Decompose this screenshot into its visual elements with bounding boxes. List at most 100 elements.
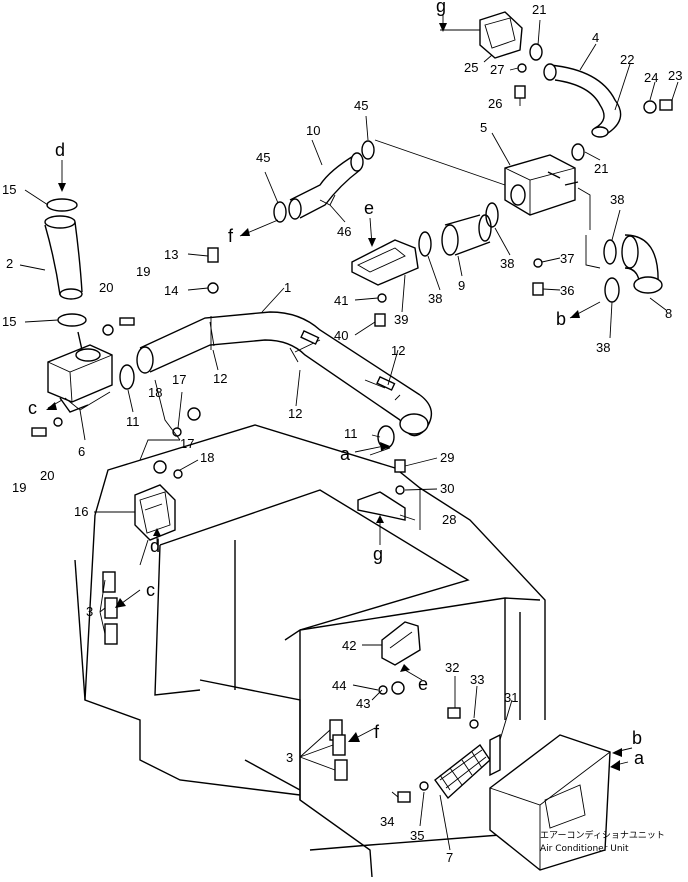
callout-18-a: 18 bbox=[148, 385, 162, 400]
connector-f-top: f bbox=[228, 226, 234, 246]
adapter-42 bbox=[381, 621, 421, 666]
relays-lower bbox=[329, 719, 348, 781]
callout-3-upper: 3 bbox=[86, 604, 93, 619]
callout-20-top: 20 bbox=[99, 280, 113, 295]
vent-housing bbox=[47, 331, 113, 413]
connector-c-bottom: c bbox=[146, 580, 155, 600]
callout-38-middle: 38 bbox=[500, 256, 514, 271]
bracket-31 bbox=[489, 733, 501, 777]
callout-14: 14 bbox=[164, 283, 178, 298]
connector-d-bottom: d bbox=[150, 536, 160, 556]
callout-3-lower: 3 bbox=[286, 750, 293, 765]
hose-right bbox=[543, 63, 622, 138]
clamp-21-b bbox=[571, 143, 585, 161]
callout-45-left: 45 bbox=[256, 150, 270, 165]
connector-letters: d d f f e e g g c c b b a a bbox=[28, 0, 645, 768]
bracket-28 bbox=[357, 491, 406, 521]
callout-26: 26 bbox=[488, 96, 502, 111]
callout-25: 25 bbox=[464, 60, 478, 75]
callout-8: 8 bbox=[665, 306, 672, 321]
callout-6: 6 bbox=[78, 444, 85, 459]
callout-31: 31 bbox=[504, 690, 518, 705]
callout-10: 10 bbox=[306, 123, 320, 138]
callout-19-bottom: 19 bbox=[12, 480, 26, 495]
connector-d-top: d bbox=[55, 140, 65, 160]
callout-21-top: 21 bbox=[532, 2, 546, 17]
adapter-39 bbox=[351, 239, 419, 286]
connector-g-top: g bbox=[436, 0, 446, 16]
connector-e-top: e bbox=[364, 198, 374, 218]
callout-38-right-top: 38 bbox=[610, 192, 624, 207]
clamp-45-a bbox=[273, 201, 287, 223]
upper-duct bbox=[288, 152, 364, 220]
callout-35: 35 bbox=[410, 828, 424, 843]
callout-18-b: 18 bbox=[200, 450, 214, 465]
caption-japanese: エアーコンディショナユニット bbox=[540, 829, 665, 841]
callout-42: 42 bbox=[342, 638, 356, 653]
callout-15-bottom: 15 bbox=[2, 314, 16, 329]
callout-1: 1 bbox=[284, 280, 291, 295]
connector-b-bottom: b bbox=[632, 728, 642, 748]
callout-28: 28 bbox=[442, 512, 456, 527]
junction-box bbox=[504, 154, 579, 216]
callout-38-left: 38 bbox=[428, 291, 442, 306]
clamp-11-a bbox=[119, 364, 135, 390]
connector-g-bottom: g bbox=[373, 544, 383, 564]
callout-46: 46 bbox=[337, 224, 351, 239]
callout-38-right-bottom: 38 bbox=[596, 340, 610, 355]
callout-36: 36 bbox=[560, 283, 574, 298]
callout-43: 43 bbox=[356, 696, 370, 711]
connector-b-top: b bbox=[556, 309, 566, 329]
air-conditioner-unit bbox=[489, 734, 611, 871]
callout-32: 32 bbox=[445, 660, 459, 675]
callout-11-left: 11 bbox=[126, 414, 140, 429]
clamp-38-a bbox=[603, 239, 617, 265]
ac-unit-caption: エアーコンディショナユニット Air Conditioner Unit bbox=[540, 829, 665, 854]
clamp-38-d bbox=[485, 202, 499, 228]
callout-17-b: 17 bbox=[180, 436, 194, 451]
callout-24: 24 bbox=[644, 70, 658, 85]
callout-2: 2 bbox=[6, 256, 13, 271]
hose-left bbox=[44, 215, 83, 300]
callout-30: 30 bbox=[440, 481, 454, 496]
callout-13: 13 bbox=[164, 247, 178, 262]
connector-a-top: a bbox=[340, 444, 351, 464]
clamp-bottom bbox=[57, 313, 87, 327]
callout-19-top: 19 bbox=[136, 264, 150, 279]
clamp-45-b bbox=[361, 140, 375, 160]
callout-37: 37 bbox=[560, 251, 574, 266]
callout-12-b: 12 bbox=[288, 406, 302, 421]
relays-upper bbox=[102, 571, 118, 645]
cab-body bbox=[74, 424, 546, 878]
outlet-grille bbox=[134, 484, 176, 541]
callout-numbers: 1 2 3 3 4 5 6 7 8 9 10 11 11 12 12 12 13… bbox=[2, 2, 682, 865]
filter bbox=[434, 743, 491, 800]
elbow bbox=[621, 234, 663, 294]
callout-5: 5 bbox=[480, 120, 487, 135]
connector-c-top: c bbox=[28, 398, 37, 418]
caption-english: Air Conditioner Unit bbox=[540, 844, 629, 854]
clamp-21-a bbox=[529, 43, 543, 61]
fasteners bbox=[31, 63, 673, 803]
callout-4: 4 bbox=[592, 30, 599, 45]
connector-e-bottom: e bbox=[418, 674, 428, 694]
callout-33: 33 bbox=[470, 672, 484, 687]
callout-20-bottom: 20 bbox=[40, 468, 54, 483]
callout-39: 39 bbox=[394, 312, 408, 327]
callout-15-top: 15 bbox=[2, 182, 16, 197]
callout-22: 22 bbox=[620, 52, 634, 67]
short-duct bbox=[441, 214, 492, 256]
callout-40: 40 bbox=[334, 328, 348, 343]
callout-21-bottom: 21 bbox=[594, 161, 608, 176]
top-bracket bbox=[479, 11, 523, 59]
leader-lines bbox=[19, 19, 679, 851]
callout-23: 23 bbox=[668, 68, 682, 83]
callout-16: 16 bbox=[74, 504, 88, 519]
callout-12-a: 12 bbox=[213, 371, 227, 386]
callout-9: 9 bbox=[458, 278, 465, 293]
connector-arrows bbox=[46, 14, 633, 771]
callout-45-right: 45 bbox=[354, 98, 368, 113]
clamp-38-b bbox=[604, 277, 620, 303]
